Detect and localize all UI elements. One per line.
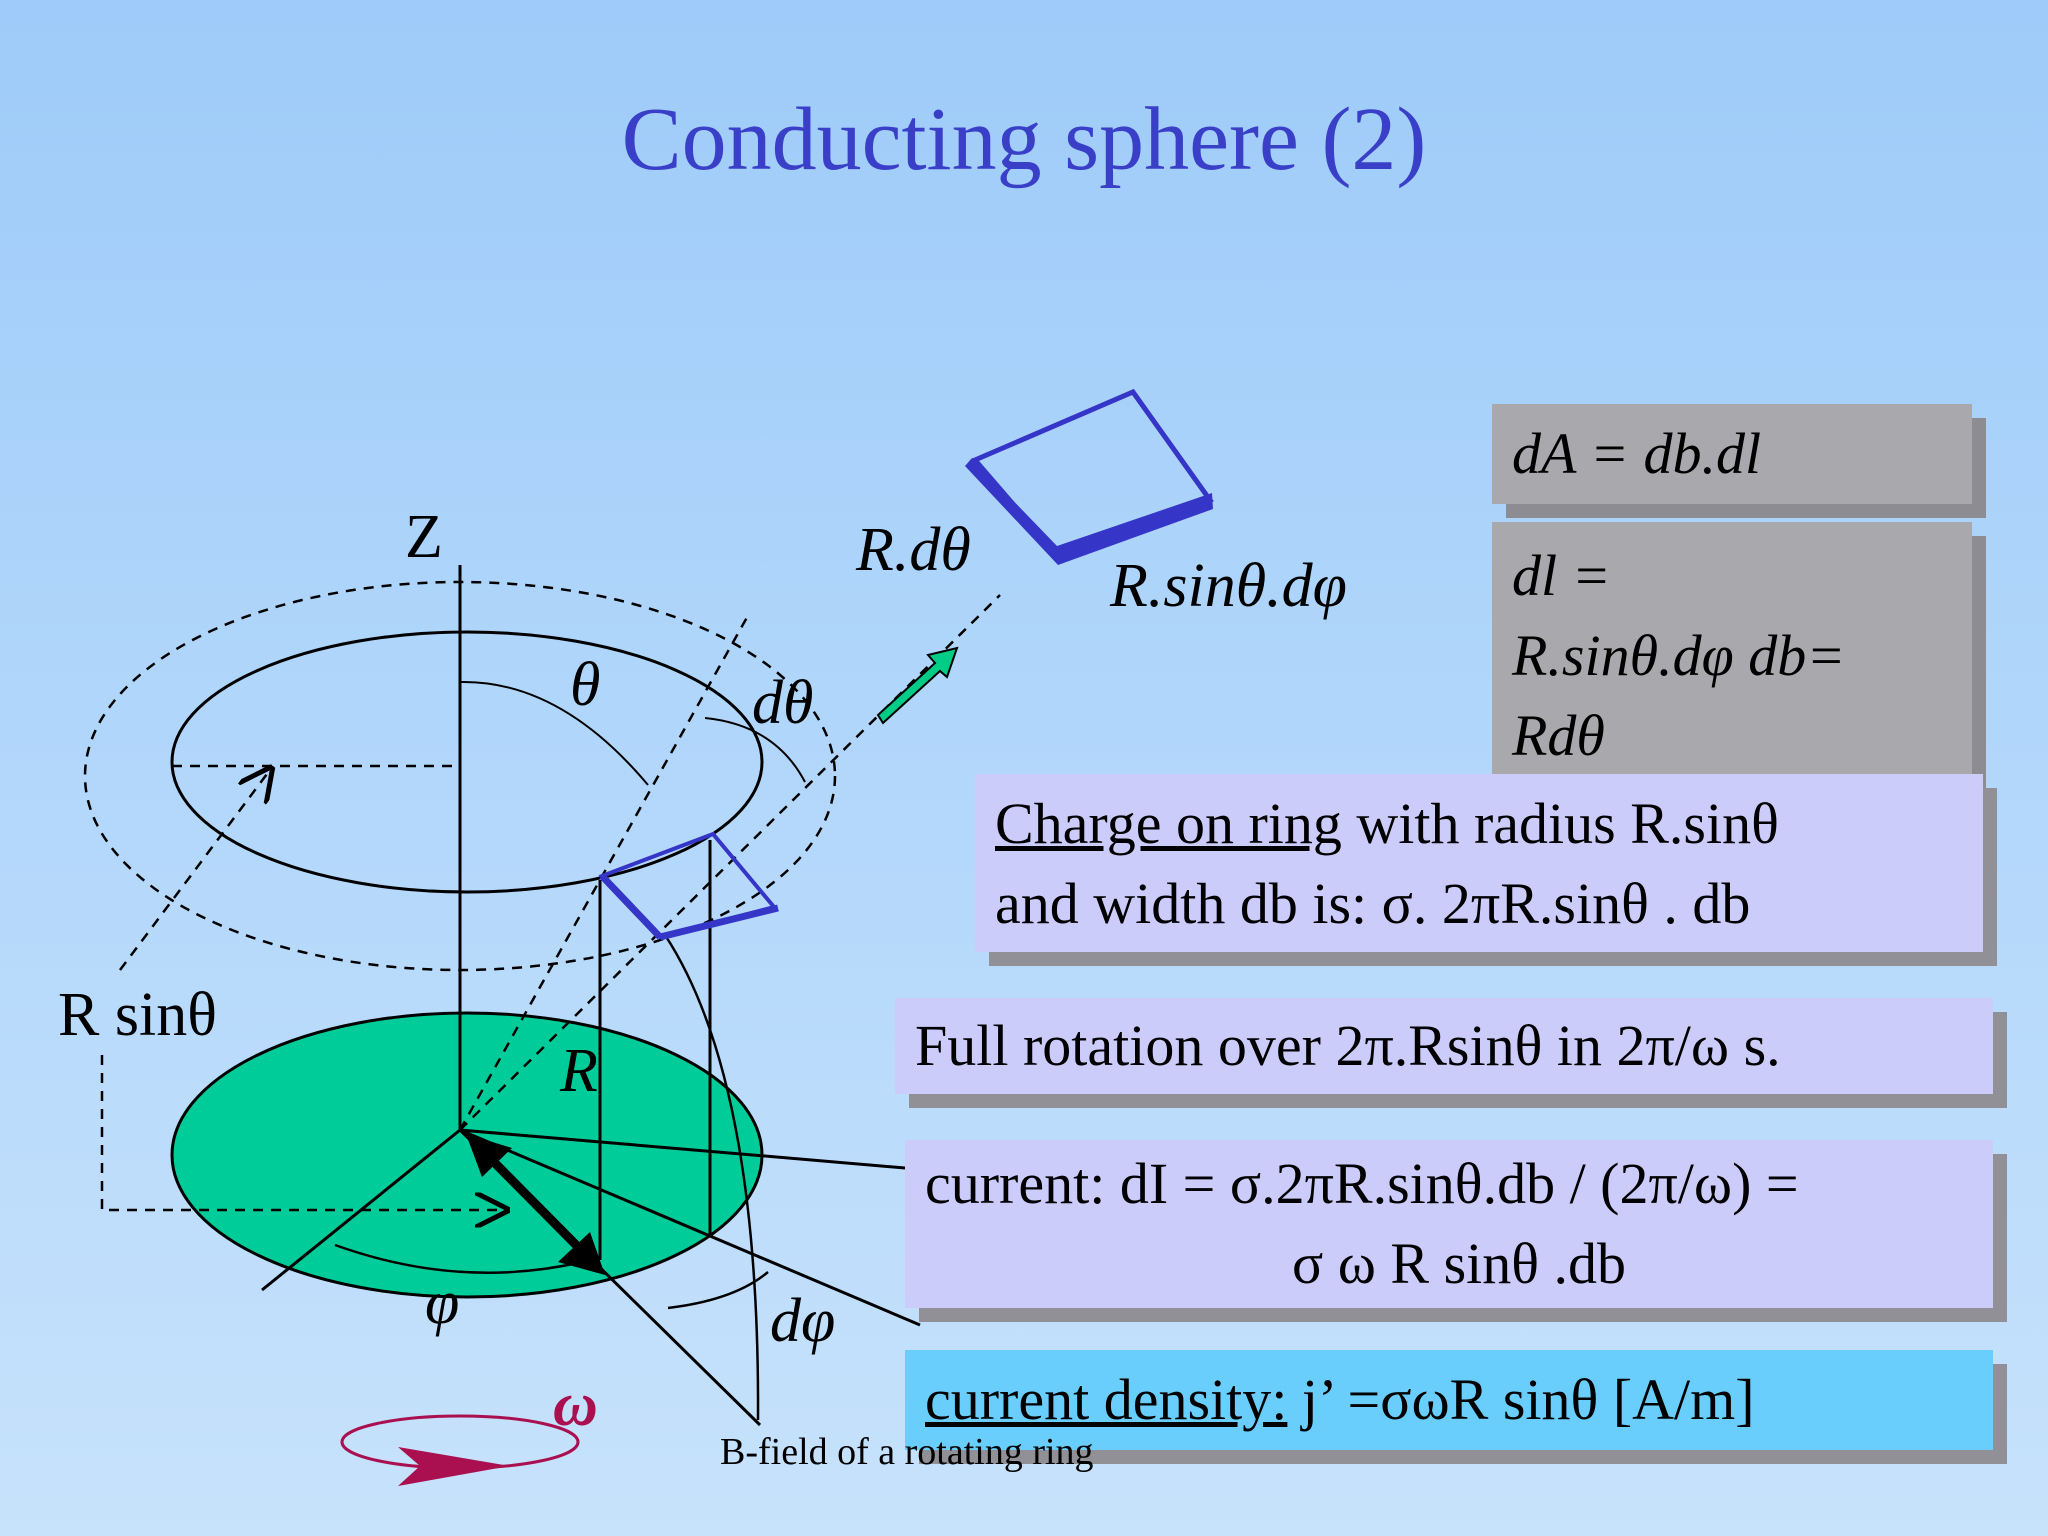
dashed-ray-1 bbox=[458, 611, 752, 1131]
phi-label: φ bbox=[425, 1269, 460, 1337]
disk-line-1 bbox=[459, 1128, 906, 1170]
radius-arrowhead-2 bbox=[558, 1232, 605, 1275]
surface-patch-edge-2 bbox=[659, 904, 779, 941]
area-element-box: dA = db.dl bbox=[1492, 404, 1972, 504]
theta-arc bbox=[459, 680, 649, 786]
radius-label: R bbox=[560, 1037, 598, 1105]
current-box: current: dI = σ.2πR.sinθ.db / (2π/ω) = σ… bbox=[905, 1140, 1993, 1308]
dphi-label: dφ bbox=[770, 1287, 836, 1355]
phi-arc bbox=[334, 1243, 583, 1274]
line-element-box: dl = R.sinθ.dφ db= Rdθ bbox=[1492, 522, 1972, 782]
omega-rotation-arrow bbox=[398, 1447, 510, 1486]
radius-arrowhead-1 bbox=[466, 1134, 512, 1177]
radius-arrow bbox=[478, 1146, 590, 1259]
patch-width-label: R.sinθ.dφ bbox=[1110, 552, 1347, 620]
charge-line2: and width db is: σ. 2πR.sinθ . db bbox=[995, 871, 1751, 936]
enlarged-patch bbox=[970, 388, 1214, 558]
r-sin-theta-label: R sinθ bbox=[58, 981, 217, 1049]
ring-ellipse bbox=[170, 630, 764, 894]
dtheta-label: dθ bbox=[752, 669, 814, 737]
current-density-heading: current density: bbox=[925, 1367, 1288, 1432]
current-line2: σ ω R sinθ .db bbox=[1291, 1231, 1627, 1296]
z-axis-label: Z bbox=[405, 503, 443, 571]
base-disk bbox=[170, 1011, 764, 1299]
charge-box: Charge on ring with radius R.sinθ and wi… bbox=[975, 774, 1983, 952]
disk-line-2 bbox=[459, 1128, 921, 1327]
line-element-line3: Rdθ bbox=[1512, 703, 1605, 768]
line-element-line1: dl = bbox=[1512, 543, 1611, 608]
charge-heading: Charge on ring bbox=[995, 791, 1342, 856]
enlarged-patch-edge bbox=[965, 458, 1213, 565]
current-density-box: current density: j’ =σωR sinθ [A/m] bbox=[905, 1350, 1993, 1450]
current-line1: current: dI = σ.2πR.sinθ.db / (2π/ω) = bbox=[925, 1151, 1799, 1216]
slide-footer: B-field of a rotating ring bbox=[720, 1431, 1094, 1473]
patch-height-label: R.dθ bbox=[856, 516, 971, 584]
rsin-bracket bbox=[100, 1055, 505, 1210]
green-arrow bbox=[876, 646, 959, 725]
charge-line1-rest: with radius R.sinθ bbox=[1341, 791, 1779, 856]
omega-rotation-square bbox=[426, 1458, 442, 1474]
disk-line-4 bbox=[261, 1128, 461, 1292]
surface-patch-edge-1 bbox=[599, 873, 663, 940]
meridian-curve bbox=[663, 934, 760, 1421]
line-element-line2: R.sinθ.dφ db= bbox=[1512, 623, 1846, 688]
current-density-formula: j’ =σωR sinθ [A/m] bbox=[1287, 1367, 1755, 1432]
area-element-text: dA = db.dl bbox=[1512, 421, 1762, 486]
rotation-box: Full rotation over 2π.Rsinθ in 2π/ω s. bbox=[895, 998, 1993, 1094]
dtheta-arc bbox=[704, 717, 806, 783]
theta-label: θ bbox=[570, 651, 601, 719]
dphi-arc bbox=[667, 1271, 769, 1310]
dashed-ray-2 bbox=[459, 594, 1001, 1131]
rsin-arrow bbox=[119, 770, 270, 971]
charge-line1: Charge on ring with radius R.sinθ bbox=[995, 784, 1983, 864]
slide-title: Conducting sphere (2) bbox=[621, 90, 1427, 189]
omega-label: ω bbox=[553, 1371, 598, 1439]
rotation-text: Full rotation over 2π.Rsinθ in 2π/ω s. bbox=[915, 1013, 1781, 1078]
